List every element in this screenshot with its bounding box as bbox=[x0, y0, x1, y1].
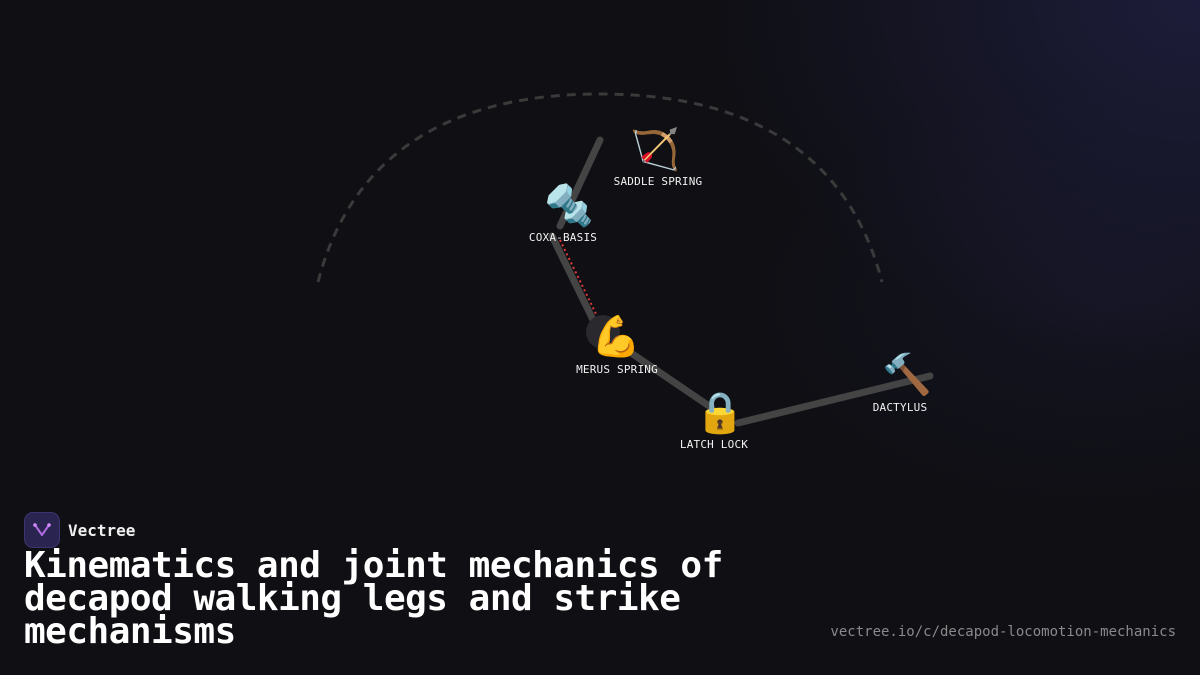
range-of-motion-arc bbox=[316, 92, 884, 283]
label-coxa-basis: COXA-BASIS bbox=[529, 231, 597, 244]
brand: Vectree bbox=[24, 512, 135, 548]
nut-and-bolt-icon: 🔩 bbox=[544, 182, 594, 229]
segment-latch-to-dactylus bbox=[734, 372, 934, 427]
label-merus-spring: MERUS SPRING bbox=[576, 363, 658, 376]
label-latch-lock: LATCH LOCK bbox=[680, 438, 748, 451]
tension-line bbox=[559, 239, 599, 319]
label-saddle-spring: SADDLE SPRING bbox=[614, 175, 703, 188]
hammer-icon: 🔨 bbox=[882, 351, 932, 398]
segment-merus-to-latch bbox=[608, 336, 716, 412]
flexed-biceps-icon: 💪 bbox=[591, 313, 641, 360]
segment-coxa-to-merus bbox=[548, 232, 602, 334]
label-dactylus: DACTYLUS bbox=[873, 401, 928, 414]
segment-saddle-to-coxa bbox=[556, 136, 604, 230]
vectree-logo-icon bbox=[24, 512, 60, 548]
lock-icon: 🔒 bbox=[695, 390, 745, 436]
page-title: Kinematics and joint mechanics of decapo… bbox=[24, 545, 723, 652]
bow-and-arrow-icon: 🏹 bbox=[630, 126, 680, 173]
merus-joint-disk bbox=[586, 315, 620, 349]
source-url[interactable]: vectree.io/c/decapod-locomotion-mechanic… bbox=[830, 624, 1176, 640]
brand-name: Vectree bbox=[68, 520, 136, 540]
